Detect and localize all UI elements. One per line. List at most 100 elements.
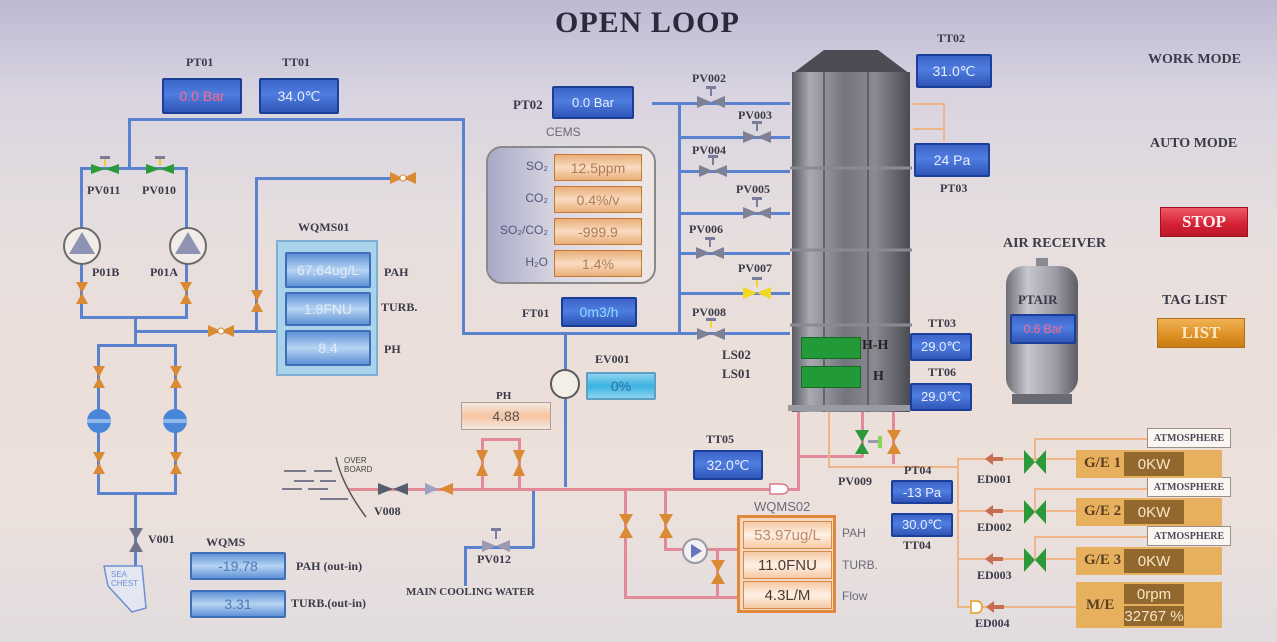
manual-valve-icon[interactable]: [76, 282, 88, 304]
wqms02-turb-label: TURB.: [842, 558, 878, 572]
manual-valve-icon[interactable]: [711, 560, 725, 584]
valve-v001-icon[interactable]: [129, 528, 143, 552]
manual-valve-icon[interactable]: [93, 452, 105, 474]
pipe: [678, 170, 790, 173]
wqms01-turb-value[interactable]: 1.8FNU: [285, 292, 371, 326]
pump-p01a-icon[interactable]: [168, 226, 208, 266]
wqms02-turb-value[interactable]: 11.0FNU: [743, 551, 832, 579]
pipe: [1034, 536, 1036, 558]
wash-pump-icon[interactable]: [681, 537, 709, 565]
wqms-pah-label: PAH (out-in): [296, 559, 363, 573]
pt01-display[interactable]: 0.0 Bar: [162, 78, 242, 114]
manual-valve-icon[interactable]: [619, 514, 633, 538]
atmosphere-vent-1: ATMOSPHERE: [1147, 428, 1231, 448]
wqms-pah-value[interactable]: -19.78: [190, 552, 286, 580]
flow-sensor-icon: [769, 483, 789, 495]
engine-ge2[interactable]: G/E 2 0KW: [1076, 498, 1222, 526]
valve-pv010-icon[interactable]: [143, 156, 177, 180]
engine-ge3-value: 0KW: [1124, 549, 1184, 573]
work-mode-label[interactable]: WORK MODE: [1148, 52, 1241, 67]
pipe: [678, 102, 681, 334]
valve-pv009-icon[interactable]: [854, 430, 884, 456]
pt02-display[interactable]: 0.0 Bar: [552, 86, 634, 119]
pipe: [564, 332, 567, 487]
manual-valve-icon[interactable]: [208, 325, 234, 337]
valve-pv008-icon[interactable]: [695, 318, 727, 342]
manual-valve-icon[interactable]: [170, 366, 182, 388]
valve-ev001-icon[interactable]: [549, 368, 581, 400]
manual-valve-icon[interactable]: [180, 282, 192, 304]
wqms01-title: WQMS01: [298, 220, 350, 234]
manual-valve-icon[interactable]: [251, 290, 263, 312]
valve-pv006-icon[interactable]: [694, 237, 726, 261]
damper-ed002-valve-icon[interactable]: [1024, 500, 1046, 524]
valve-pv010-label: PV010: [142, 183, 176, 197]
tt06-display[interactable]: 29.0℃: [910, 383, 972, 411]
wqms-turb-value[interactable]: 3.31: [190, 590, 286, 618]
valve-pv012-icon[interactable]: [480, 528, 512, 554]
manual-valve-icon[interactable]: [513, 450, 525, 476]
valve-pv003-icon[interactable]: [741, 121, 773, 145]
strainer-icon: [163, 409, 187, 433]
pt03-display[interactable]: 24 Pa: [914, 143, 990, 177]
ptair-display[interactable]: 0.6 Bar: [1010, 314, 1076, 344]
cems-value-ratio[interactable]: -999.9: [554, 218, 642, 245]
manual-valve-icon[interactable]: [390, 172, 416, 184]
engine-ge3[interactable]: G/E 3 0KW: [1076, 547, 1222, 575]
valve-pv002-icon[interactable]: [695, 86, 727, 110]
valve-pv004-label: PV004: [692, 143, 726, 157]
pipe: [464, 546, 467, 586]
manual-valve-icon[interactable]: [170, 452, 182, 474]
stop-button[interactable]: STOP: [1160, 207, 1248, 237]
tt05-display[interactable]: 32.0℃: [693, 450, 763, 480]
wqms01-ph-value[interactable]: 8.4: [285, 330, 371, 366]
wqms02-flow-value[interactable]: 4.3L/M: [743, 581, 832, 609]
pipe: [1034, 488, 1036, 510]
auto-mode-label[interactable]: AUTO MODE: [1150, 136, 1238, 151]
pump-p01b-icon[interactable]: [62, 226, 102, 266]
arrow-left-icon: [985, 505, 1003, 517]
engine-ge1-value: 0KW: [1124, 452, 1184, 476]
engine-ge1[interactable]: G/E 1 0KW: [1076, 450, 1222, 478]
main-engine[interactable]: M/E 0rpm 32767 %: [1076, 582, 1222, 628]
air-receiver-title: AIR RECEIVER: [1003, 236, 1107, 251]
pipe: [97, 492, 177, 495]
manual-valve-icon[interactable]: [476, 450, 488, 476]
ft01-display[interactable]: 0m3/h: [561, 297, 637, 327]
ph-display[interactable]: 4.88: [461, 402, 551, 430]
pipe: [1034, 488, 1148, 490]
cems-panel: SO₂ 12.5ppm CO₂ 0.4%/v SO₂/CO₂ -999.9 H₂…: [486, 146, 656, 284]
tt04-display[interactable]: 30.0℃: [891, 513, 953, 537]
cems-value-so2[interactable]: 12.5ppm: [554, 154, 642, 181]
tt03-display[interactable]: 29.0℃: [910, 333, 972, 361]
manual-valve-icon[interactable]: [887, 430, 901, 454]
valve-pv005-icon[interactable]: [741, 197, 773, 221]
pt01-tag: PT01: [186, 55, 214, 69]
manual-valve-icon[interactable]: [659, 514, 673, 538]
cems-value-co2[interactable]: 0.4%/v: [554, 186, 642, 213]
valve-pv004-icon[interactable]: [697, 155, 729, 179]
ft01-tag: FT01: [522, 306, 550, 320]
atmosphere-vent-2: ATMOSPHERE: [1147, 477, 1231, 497]
valve-pv007-icon[interactable]: [741, 277, 773, 301]
damper-ed003-valve-icon[interactable]: [1024, 548, 1046, 572]
valve-pv002-label: PV002: [692, 71, 726, 85]
valve-pv011-icon[interactable]: [88, 156, 122, 180]
cems-value-h2o[interactable]: 1.4%: [554, 250, 642, 277]
wqms02-pah-value[interactable]: 53.97ug/L: [743, 521, 832, 549]
valve-v008-icon[interactable]: [378, 483, 408, 495]
manual-valve-icon[interactable]: [93, 366, 105, 388]
pipe: [678, 292, 790, 295]
pipe: [957, 606, 1077, 608]
tt01-display[interactable]: 34.0℃: [259, 78, 339, 114]
main-engine-load: 32767 %: [1124, 606, 1184, 626]
list-button[interactable]: LIST: [1157, 318, 1245, 348]
ls02-label: LS02: [722, 347, 751, 362]
wqms01-pah-value[interactable]: 67.64ug/L: [285, 252, 371, 288]
damper-ed001-valve-icon[interactable]: [1024, 450, 1046, 474]
ev001-display[interactable]: 0%: [586, 372, 656, 400]
atmosphere-vent-3: ATMOSPHERE: [1147, 526, 1231, 546]
pt04-display[interactable]: -13 Pa: [891, 480, 953, 504]
tt02-display[interactable]: 31.0℃: [916, 54, 992, 88]
damper-ed004-icon[interactable]: [970, 600, 1004, 614]
